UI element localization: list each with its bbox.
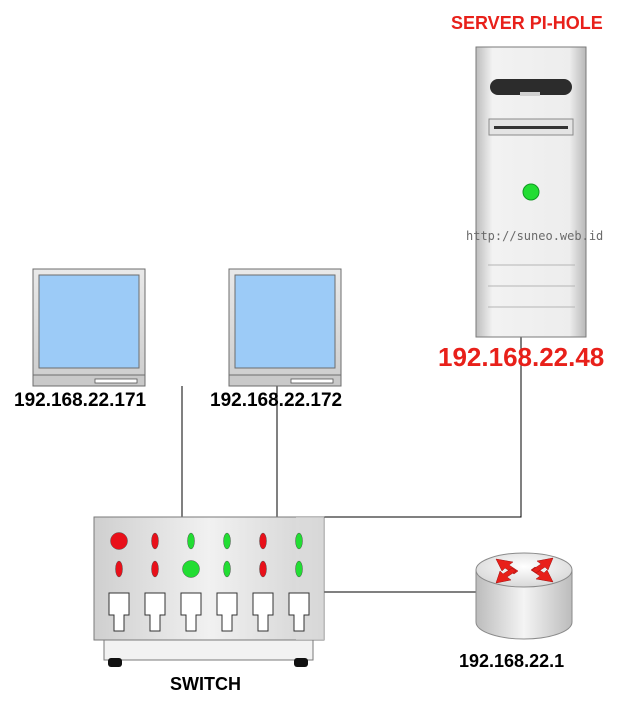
server-tower: [476, 47, 586, 337]
router-ip-label: 192.168.22.1: [459, 651, 564, 672]
server-power-led: [523, 184, 539, 200]
pc2-ip-label: 192.168.22.172: [210, 390, 342, 412]
switch-label: SWITCH: [170, 674, 241, 695]
server-title: SERVER PI-HOLE: [451, 13, 603, 34]
network-switch: [94, 517, 324, 667]
pc2-monitor: [229, 269, 341, 386]
router: [476, 553, 572, 639]
watermark-url: http://suneo.web.id: [466, 229, 603, 243]
server-ip-label: 192.168.22.48: [438, 342, 604, 373]
pc2-screen: [235, 275, 335, 368]
pc1-ip-label: 192.168.22.171: [14, 390, 146, 412]
pc1-monitor: [33, 269, 145, 386]
pc1-screen: [39, 275, 139, 368]
